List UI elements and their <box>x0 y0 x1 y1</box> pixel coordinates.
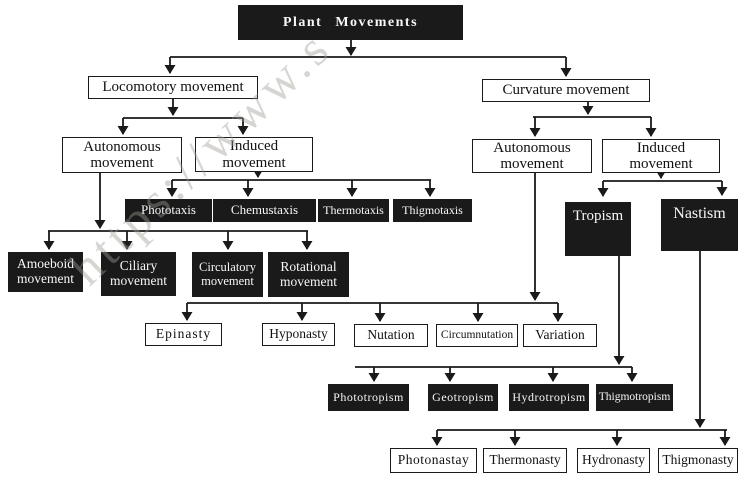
node-nutation: Nutation <box>354 324 428 347</box>
node-ciliary-movement: Ciliary movement <box>101 252 176 296</box>
node-hydronasty: Hydronasty <box>577 448 650 473</box>
node-circumnutation: Circumnutation <box>436 324 518 347</box>
node-autonomous-movement-curvature: Autonomous movement <box>472 139 592 173</box>
node-thermonasty: Thermonasty <box>483 448 567 473</box>
node-geotropism: Geotropism <box>428 384 498 411</box>
node-variation: Variation <box>523 324 597 347</box>
node-hyponasty: Hyponasty <box>262 323 335 346</box>
node-tropism: Tropism <box>565 202 631 256</box>
node-rotational-movement: Rotational movement <box>268 252 349 297</box>
node-amoeboid-movement: Amoeboid movement <box>8 252 83 292</box>
node-circulatory-movement: Circulatory movement <box>192 252 263 297</box>
node-thigmotropism: Thigmotropism <box>596 384 673 411</box>
node-chemustaxis: Chemustaxis <box>213 199 316 222</box>
node-induced-movement-curvature: Induced movement <box>602 139 720 173</box>
node-phototaxis: Phototaxis <box>125 199 212 222</box>
node-thigmotaxis: Thigmotaxis <box>393 199 472 222</box>
node-induced-movement-locomotory: Induced movement <box>195 137 313 172</box>
node-phototropism: Phototropism <box>328 384 409 411</box>
node-plant-movements: Plant Movements <box>238 5 463 40</box>
node-photonastay: Photonastay <box>390 448 477 473</box>
node-locomotory-movement: Locomotory movement <box>88 76 258 99</box>
node-epinasty: Epinasty <box>145 323 222 346</box>
node-curvature-movement: Curvature movement <box>482 79 650 102</box>
node-thigmonasty: Thigmonasty <box>658 448 738 473</box>
node-hydrotropism: Hydrotropism <box>509 384 589 411</box>
node-nastism: Nastism <box>661 199 738 251</box>
node-autonomous-movement-locomotory: Autonomous movement <box>62 137 182 173</box>
node-thermotaxis: Thermotaxis <box>318 199 389 222</box>
